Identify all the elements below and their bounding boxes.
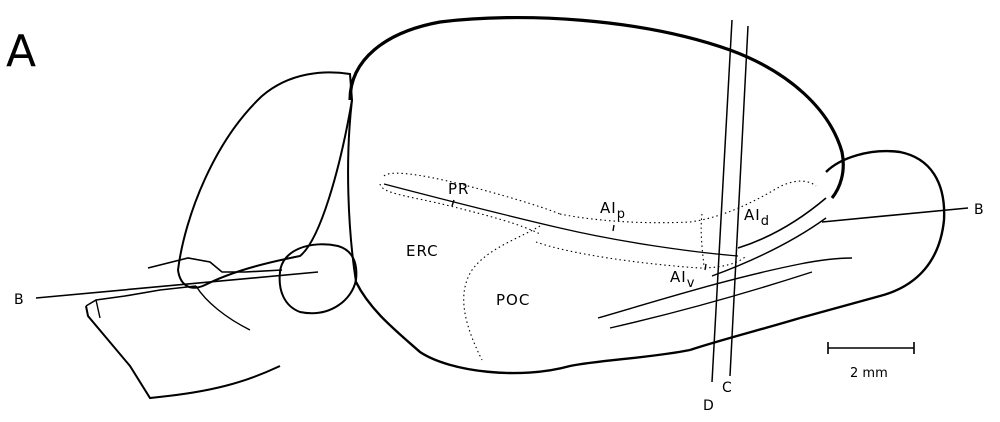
brainstem-inner-1 [598, 258, 852, 318]
label-aiv: AIv [670, 268, 695, 291]
cortex-frontal-lower [348, 100, 356, 282]
label-poc: POC [496, 291, 530, 309]
label-aid: AId [744, 206, 770, 229]
panel-letter: A [6, 26, 36, 77]
label-plane-c: C [722, 380, 732, 396]
label-erc: ERC [406, 242, 439, 260]
label-plane-d: D [703, 398, 714, 414]
scale-bar: 2 mm [828, 342, 914, 381]
label-plane-b-left: B [14, 292, 24, 308]
ventral-stem-inner [96, 286, 250, 330]
pr-tick [452, 200, 454, 206]
olfactory-bulb-outline [178, 72, 352, 287]
plane-b-line-left [36, 272, 318, 298]
aiv-region-boundary [536, 242, 746, 268]
aip-tick [613, 225, 614, 231]
cortex-outline [350, 18, 843, 198]
ventral-stem-outline [86, 306, 280, 398]
plane-d-line [712, 20, 732, 382]
plane-c-line [730, 26, 748, 376]
ai-upper-boundary [560, 181, 816, 223]
aiv-tick [705, 264, 706, 270]
plane-b-line-right [822, 208, 968, 222]
label-pr: PR [448, 180, 469, 198]
scale-bar-label: 2 mm [850, 366, 888, 381]
brainstem-inner-2 [610, 272, 812, 328]
brainstem-outline [690, 318, 800, 350]
left-oval-structure [280, 244, 357, 313]
ai-vertical-boundary [701, 214, 704, 266]
cerebellum-outline [800, 151, 944, 318]
label-aip: AIp [600, 199, 626, 222]
scale-bar-line [828, 342, 914, 354]
label-plane-b-right: B [974, 202, 984, 218]
pr-region-boundary [384, 173, 560, 214]
